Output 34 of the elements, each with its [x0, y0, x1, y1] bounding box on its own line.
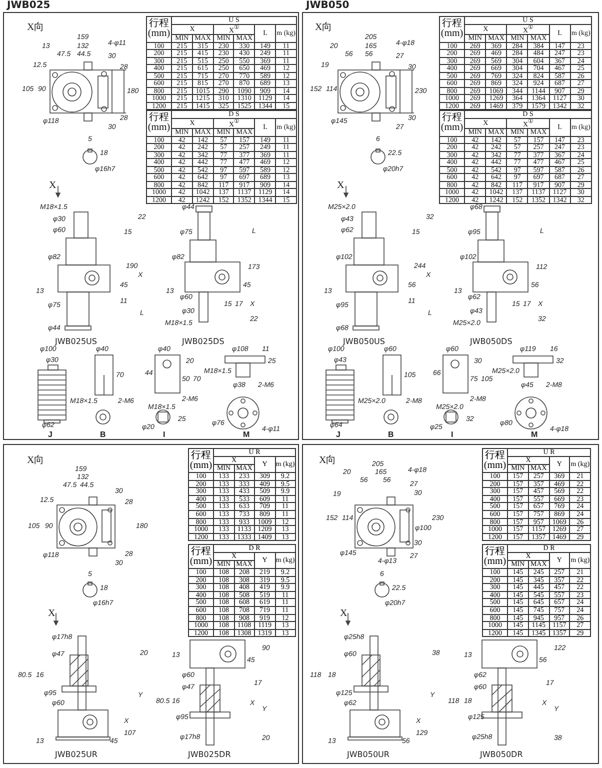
view-direction-label: X向 — [315, 22, 332, 33]
table-cell: 行程(mm) — [440, 110, 464, 136]
model-caption: JWB050UR — [347, 750, 390, 759]
table-cell: 行程(mm) — [482, 448, 508, 472]
view-letter: J — [48, 431, 52, 439]
view-direction-label: X — [48, 608, 56, 619]
table-cell: 行程(mm) — [188, 544, 214, 568]
view-letter: B — [388, 431, 394, 439]
view-direction-label: X向 — [27, 455, 44, 466]
view-letter: M — [243, 431, 250, 439]
model-caption: JWB050US — [343, 337, 385, 346]
view-direction-label: X — [340, 608, 348, 619]
model-caption: JWB025DS — [182, 337, 224, 346]
table-cell: 行程(mm) — [482, 544, 508, 568]
view-letter: I — [163, 431, 166, 439]
view-direction-label: X向 — [27, 22, 44, 33]
panel-heading: JWB050 — [306, 0, 350, 11]
table-cell: 行程(mm) — [440, 16, 464, 42]
model-caption: JWB050DR — [480, 750, 523, 759]
view-letter: I — [451, 431, 454, 439]
view-letter: B — [100, 431, 106, 439]
table-cell: 行程(mm) — [188, 448, 214, 472]
table-cell: 行程(mm) — [146, 110, 172, 136]
model-caption: JWB025US — [55, 337, 97, 346]
view-direction-label: X — [49, 180, 56, 191]
table-cell: 行程(mm) — [146, 16, 172, 42]
view-letter: J — [336, 431, 340, 439]
model-caption: JWB050DS — [470, 337, 512, 346]
model-caption: JWB025UR — [55, 750, 98, 759]
view-direction-label: X向 — [319, 455, 336, 466]
model-caption: JWB025DR — [188, 750, 231, 759]
panel-heading: JWB025 — [7, 0, 50, 11]
view-direction-label: X — [337, 180, 344, 191]
view-letter: M — [531, 431, 538, 439]
